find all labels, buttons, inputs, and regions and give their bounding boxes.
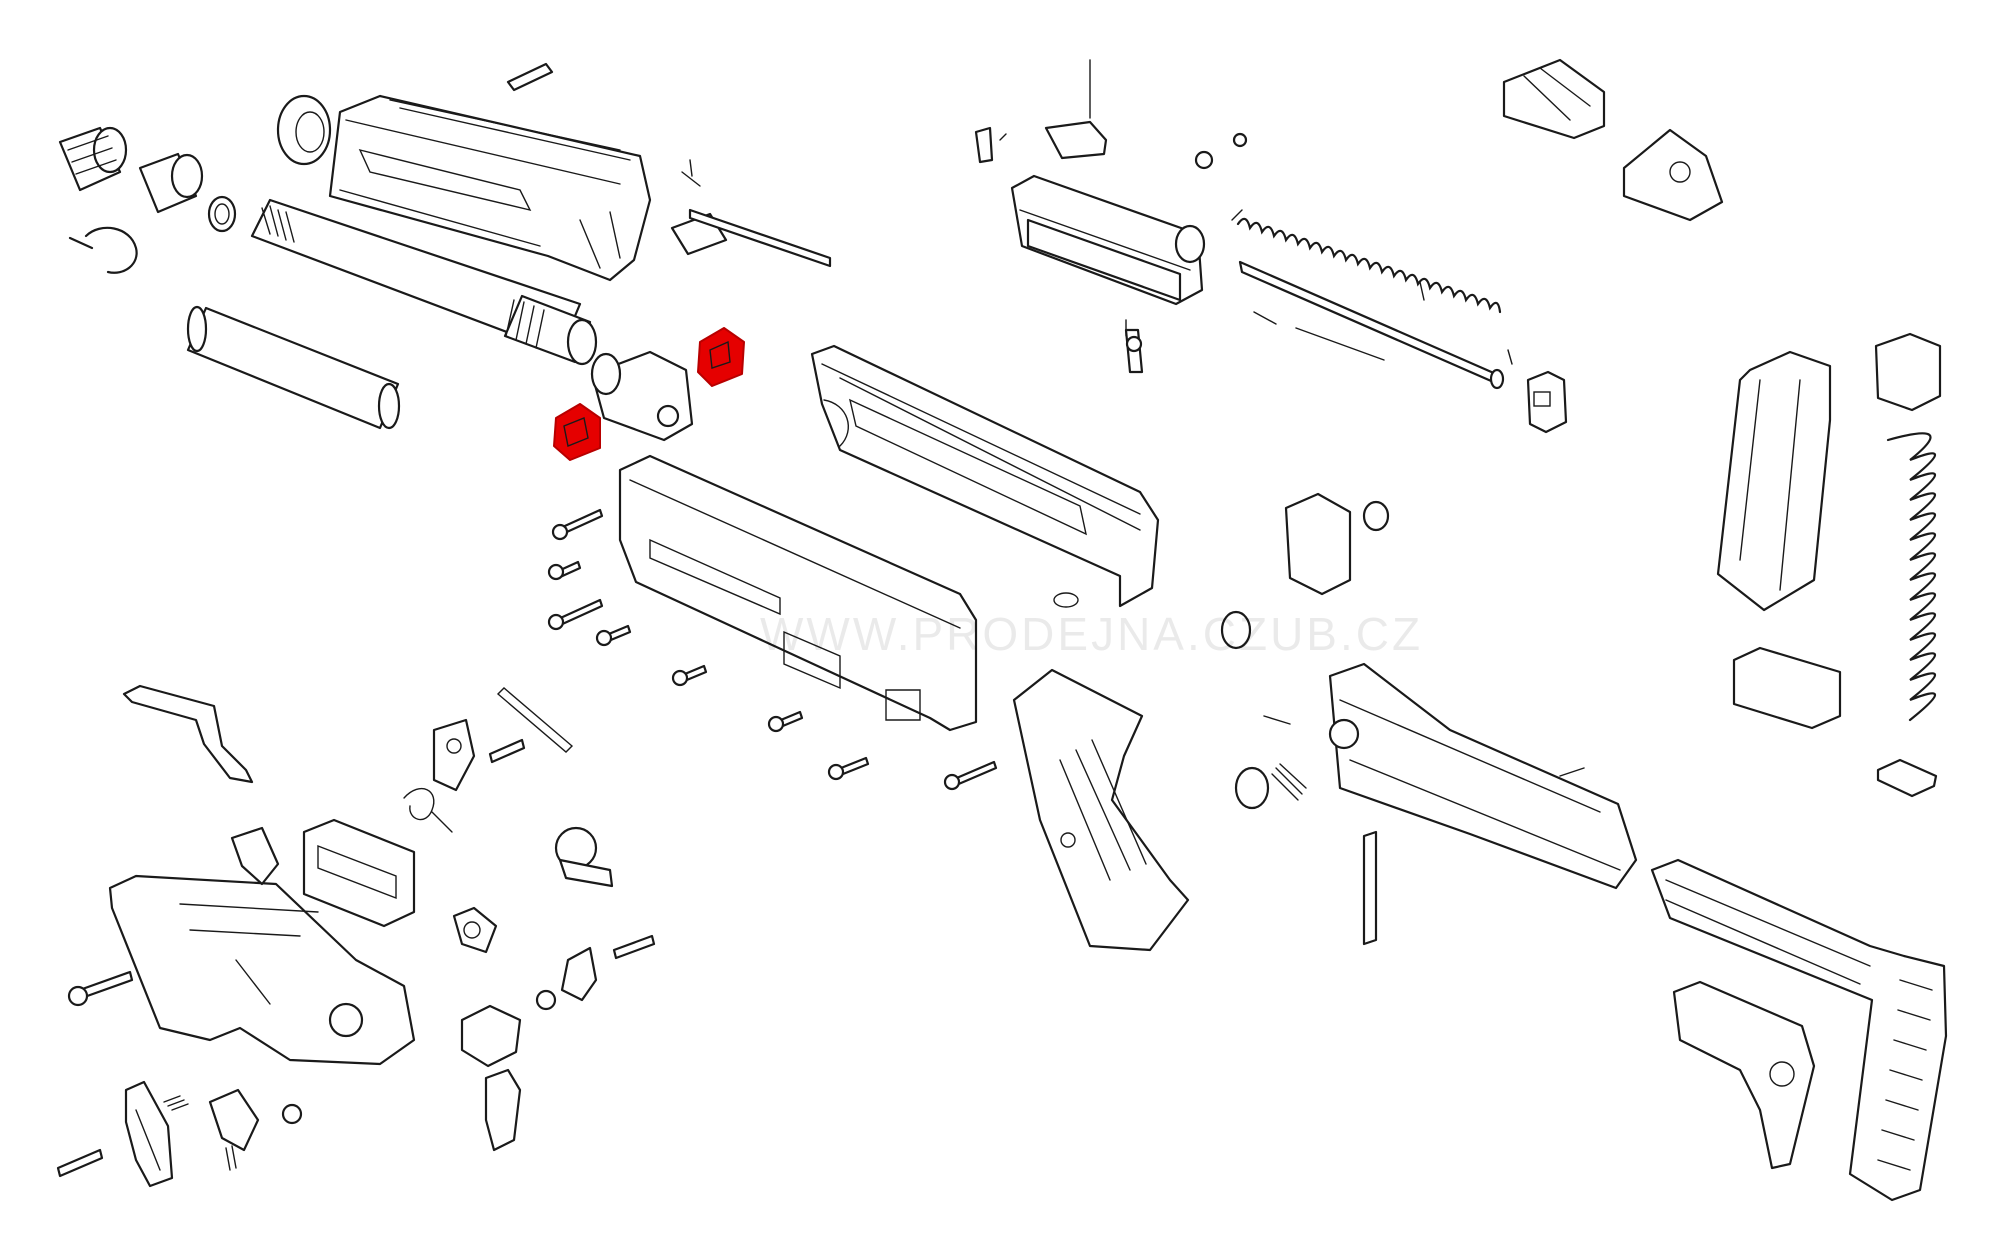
safety-lever[interactable] xyxy=(554,826,614,888)
barrel-sleeve[interactable] xyxy=(186,305,401,430)
stock-latch[interactable] xyxy=(1672,980,1816,1170)
magazine-spring[interactable] xyxy=(1886,432,1937,722)
stock-hinge[interactable] xyxy=(1328,662,1638,890)
barrel-collar[interactable] xyxy=(138,152,204,214)
small-pins[interactable] xyxy=(999,132,1585,777)
ejector-spring[interactable] xyxy=(496,687,574,753)
upper-receiver[interactable] xyxy=(618,454,978,732)
magazine-catch[interactable] xyxy=(1284,492,1390,596)
trigger-pin-3[interactable] xyxy=(56,1148,104,1178)
receiver-screws[interactable] xyxy=(547,508,998,791)
highlighted-buffer-upper[interactable] xyxy=(697,327,745,387)
barrel[interactable] xyxy=(250,198,598,366)
magazine-follower[interactable] xyxy=(1874,332,1942,412)
handguard[interactable] xyxy=(328,94,652,282)
hammer-spring[interactable] xyxy=(403,787,453,833)
magazine-floor-insert[interactable] xyxy=(1876,758,1938,798)
handguard-pin[interactable] xyxy=(506,62,554,92)
magazine-release-lever[interactable] xyxy=(208,1088,260,1152)
watermark-text: WWW.PRODEJNA.CZUB.CZ xyxy=(760,608,1423,660)
magazine-base-plate[interactable] xyxy=(1732,646,1842,730)
sear-plate[interactable] xyxy=(302,818,416,928)
hinge-pin[interactable] xyxy=(1362,830,1378,946)
disconnector[interactable] xyxy=(230,826,280,886)
muzzle-ring[interactable] xyxy=(276,94,332,166)
trigger[interactable] xyxy=(484,1068,522,1152)
trigger-housing-lower[interactable] xyxy=(108,874,416,1066)
firing-pin[interactable] xyxy=(1124,328,1144,374)
trigger-lever[interactable] xyxy=(122,684,254,784)
trigger-spring[interactable] xyxy=(163,1095,189,1111)
small-screw[interactable] xyxy=(225,1103,303,1171)
bolt-catch-block[interactable] xyxy=(1526,370,1568,434)
magazine[interactable] xyxy=(1716,350,1832,612)
bolt-carrier[interactable] xyxy=(590,350,694,442)
hammer-group[interactable] xyxy=(432,718,476,792)
selector-pin[interactable] xyxy=(67,970,134,1007)
front-sight[interactable] xyxy=(1502,58,1606,140)
pistol-grip[interactable] xyxy=(1012,668,1190,952)
sear-connector[interactable] xyxy=(560,946,598,1002)
catch-button[interactable] xyxy=(1220,610,1252,650)
trigger-pin-1[interactable] xyxy=(488,738,526,764)
receiver-rail-frame[interactable] xyxy=(810,344,1160,608)
extractor[interactable] xyxy=(974,59,1108,164)
barrel-washer[interactable] xyxy=(207,195,237,233)
bolt-assembly[interactable] xyxy=(1010,174,1206,306)
folding-stock[interactable] xyxy=(1650,858,1948,1202)
rear-sight[interactable] xyxy=(1622,128,1724,222)
detent-plunger[interactable] xyxy=(535,989,557,1011)
retaining-clip[interactable] xyxy=(68,226,138,274)
charging-handle[interactable] xyxy=(670,159,832,268)
sear-block[interactable] xyxy=(452,906,498,954)
trigger-small[interactable] xyxy=(124,1080,174,1188)
trigger-pin-2[interactable] xyxy=(612,934,656,960)
recoil-guide-rod[interactable] xyxy=(1238,260,1505,390)
highlighted-buffer-lower[interactable] xyxy=(553,403,601,461)
recoil-spring[interactable] xyxy=(1236,217,1502,314)
hammer-strut[interactable] xyxy=(460,1004,522,1068)
grip-spring-plunger[interactable] xyxy=(1234,763,1307,810)
barrel-nut[interactable] xyxy=(58,126,128,192)
